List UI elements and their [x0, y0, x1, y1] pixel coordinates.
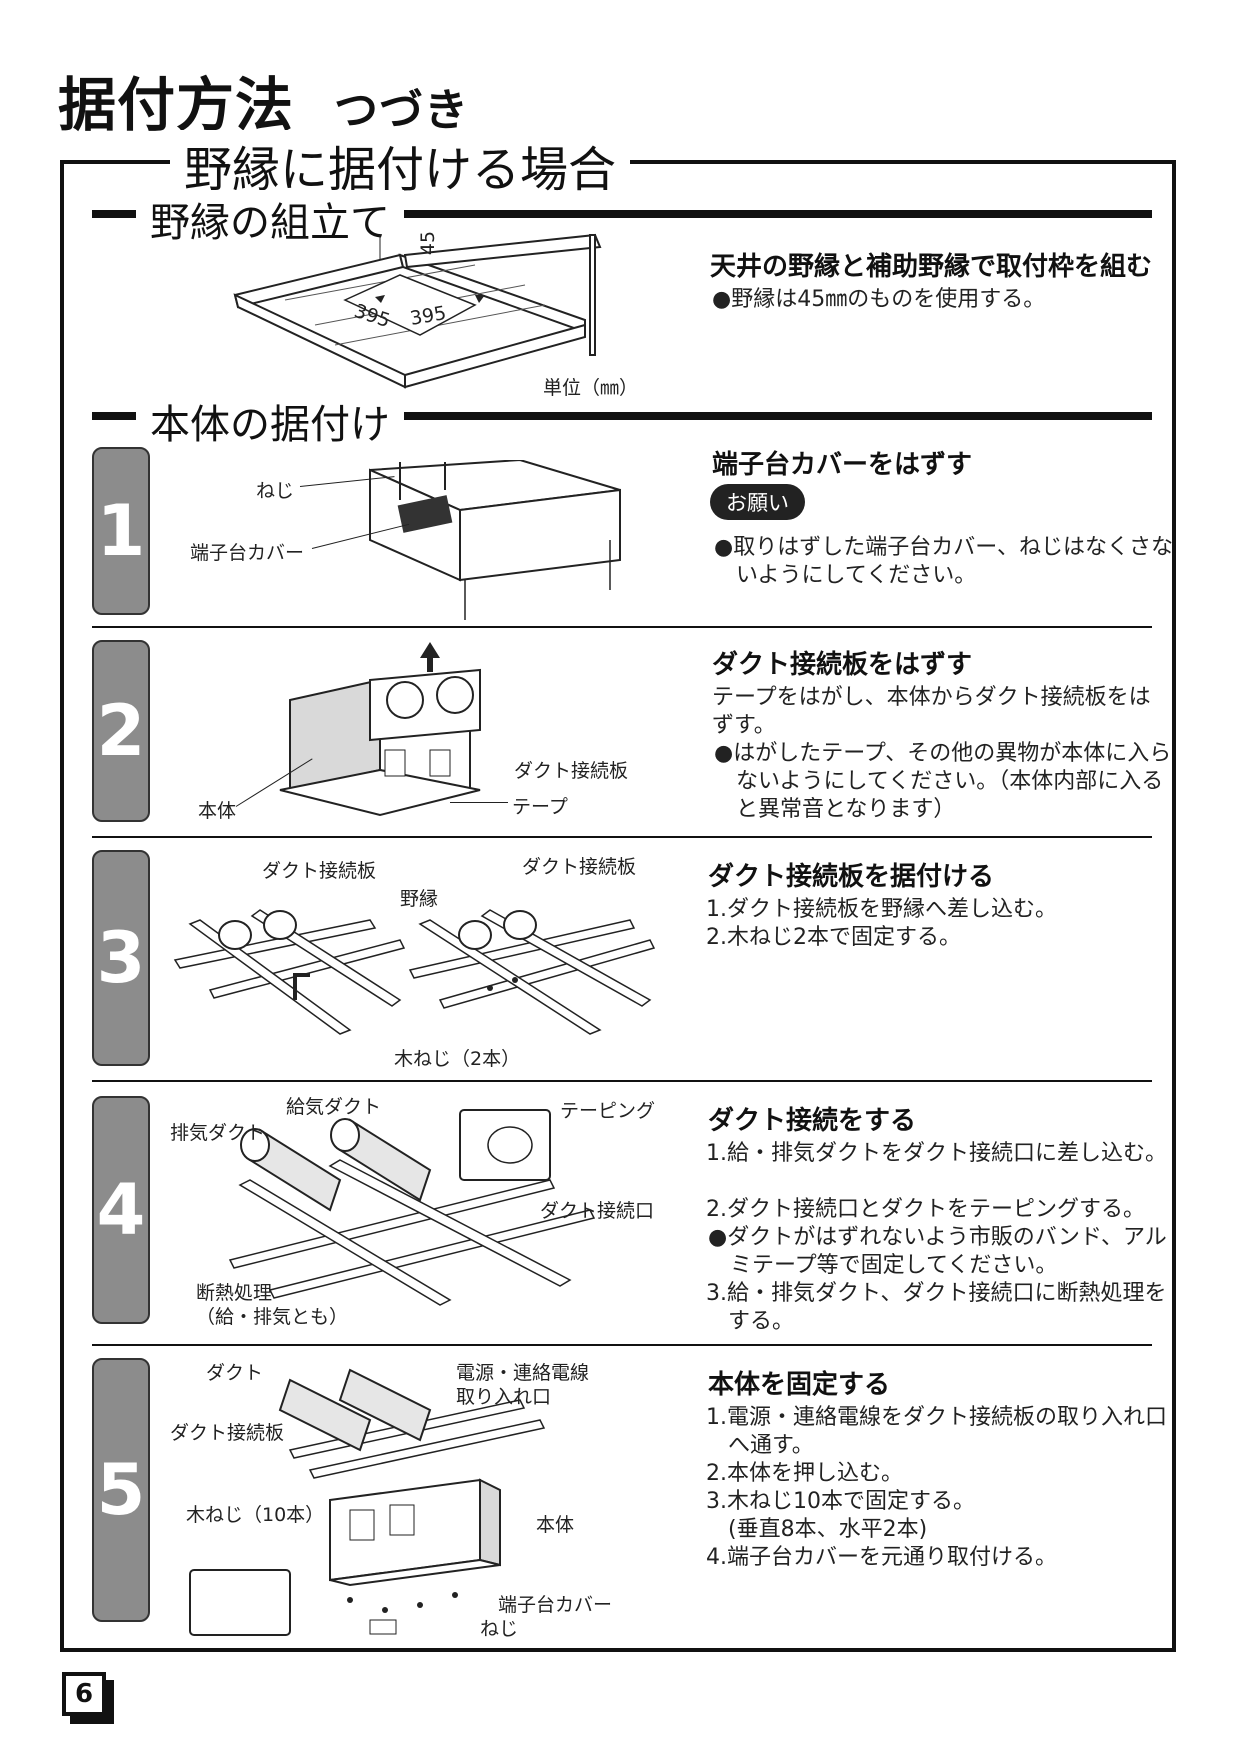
step-number-3: 3: [92, 850, 150, 1066]
separator-4: [92, 1344, 1152, 1346]
title-text: 据付方法: [58, 71, 295, 139]
step5-text-3: 3.木ねじ10本で固定する。: [706, 1489, 975, 1514]
label-wood-screws-5: 木ねじ（10本）: [186, 1504, 325, 1526]
step4-heading: ダクト接続をする: [708, 1106, 917, 1136]
label-body-5: 本体: [536, 1514, 575, 1536]
page-title: 据付方法つづき: [58, 58, 469, 142]
label-duct-plate-3a: ダクト接続板: [262, 860, 377, 882]
section-title-assembly: 野縁の組立て: [136, 190, 404, 248]
label-exhaust-duct: 排気ダクト: [170, 1122, 266, 1144]
step-number-5: 5: [92, 1358, 150, 1622]
separator-1: [92, 626, 1152, 628]
label-duct-5: ダクト: [206, 1362, 264, 1384]
assembly-heading: 天井の野縁と補助野縁で取付枠を組む: [710, 252, 1153, 282]
step1-text: ●取りはずした端子台カバー、ねじはなくさないようにしてください。: [714, 535, 1173, 588]
label-duct-port: ダクト接続口: [540, 1200, 655, 1222]
label-insulation: 断熱処理: [196, 1282, 273, 1304]
label-duct-plate-5: ダクト接続板: [170, 1422, 285, 1444]
label-cover-5: 端子台カバー: [498, 1594, 613, 1616]
step3-heading: ダクト接続板を据付ける: [708, 862, 995, 892]
section-bar-install: [92, 412, 1152, 420]
label-duct-plate-3b: ダクト接続板: [522, 856, 637, 878]
title-continued: つづき: [334, 85, 470, 136]
separator-3: [92, 1080, 1152, 1082]
step1-heading: 端子台カバーをはずす: [712, 450, 973, 480]
label-wire-5a: 電源・連絡電線: [456, 1362, 590, 1384]
joist-frame-illustration: [233, 233, 602, 389]
dimension-45: 45: [417, 230, 440, 256]
step5-illustration: [189, 1368, 546, 1636]
step5-text-5: 4.端子台カバーを元通り取付ける。: [706, 1545, 1057, 1570]
label-taping: テーピング: [560, 1100, 656, 1122]
request-badge: お願い: [710, 484, 805, 520]
section-bar-assembly: [92, 210, 1152, 218]
step-number-4: 4: [92, 1096, 150, 1324]
step4-illustration: [228, 1109, 596, 1306]
step-number-2: 2: [92, 640, 150, 822]
assembly-bullet: ●野縁は45㎜のものを使用する。: [712, 287, 1046, 312]
step4-text-4: 3.給・排気ダクト、ダクト接続口に断熱処理をする。: [706, 1281, 1167, 1334]
unit-label: 単位（㎜）: [543, 377, 639, 399]
label-wood-screws-3: 木ねじ（2本）: [394, 1048, 521, 1070]
label-tape-2: テープ: [512, 796, 568, 818]
label-supply-duct: 給気ダクト: [286, 1096, 382, 1118]
label-insulation-note: （給・排気とも）: [196, 1306, 349, 1328]
section-title-install: 本体の据付け: [136, 392, 404, 450]
frame-title: 野縁に据付ける場合: [170, 130, 631, 200]
label-cover-1: 端子台カバー: [190, 542, 305, 564]
label-body-2: 本体: [198, 800, 237, 822]
label-wire-5b: 取り入れ口: [456, 1386, 552, 1408]
label-screw-5: ねじ: [480, 1618, 519, 1640]
step2-text-1: テープをはがし、本体からダクト接続板をはずす。: [712, 685, 1151, 738]
label-joist-3: 野縁: [400, 888, 439, 910]
step4-text-2: 2.ダクト接続口とダクトをテーピングする。: [706, 1197, 1145, 1222]
label-screw-1: ねじ: [256, 480, 295, 502]
step4-text-1: 1.給・排気ダクトをダクト接続口に差し込む。: [706, 1141, 1167, 1166]
label-duct-plate-2: ダクト接続板: [514, 760, 629, 782]
step5-text-2: 2.本体を押し込む。: [706, 1461, 903, 1486]
step1-illustration: [369, 460, 621, 620]
step3-text-2: 2.木ねじ2本で固定する。: [706, 925, 961, 950]
step4-text-3: ●ダクトがはずれないよう市販のバンド、アルミテープ等で固定してください。: [708, 1225, 1167, 1278]
step2-illustration: [279, 642, 481, 817]
step5-text-4: (垂直8本、水平2本): [728, 1517, 928, 1542]
separator-2: [92, 836, 1152, 838]
step2-heading: ダクト接続板をはずす: [712, 650, 973, 680]
step5-heading: 本体を固定する: [708, 1370, 891, 1400]
step-number-1: 1: [92, 447, 150, 615]
page-number: 6: [62, 1672, 106, 1716]
step5-text-1: 1.電源・連絡電線をダクト接続板の取り入れ口へ通す。: [706, 1405, 1167, 1458]
step2-text-2: ●はがしたテープ、その他の異物が本体に入らないようにしてください。（本体内部に入…: [714, 741, 1172, 822]
step3-text-1: 1.ダクト接続板を野縁へ差し込む。: [706, 897, 1057, 922]
step3-illustration: [173, 909, 656, 1035]
